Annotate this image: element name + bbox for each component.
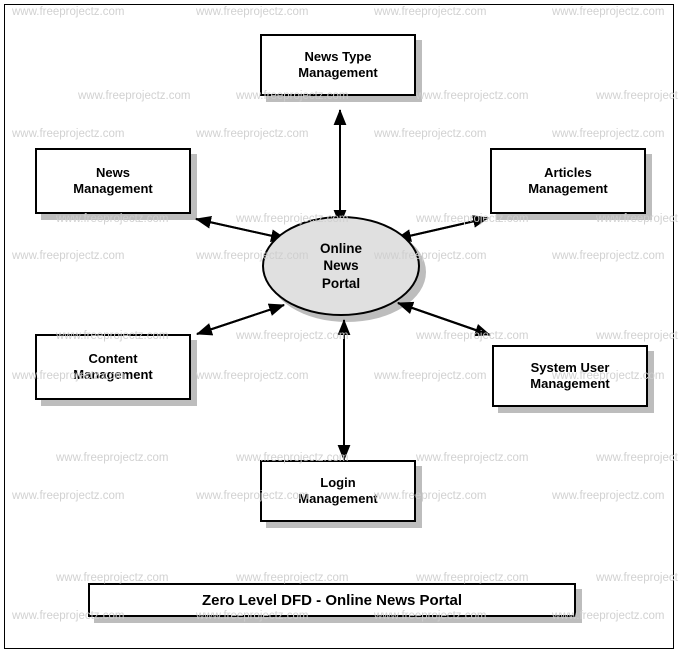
flow-system-user-management [397, 301, 491, 337]
entity-label: News Management [73, 164, 153, 196]
flow-content-management [196, 303, 285, 336]
flow-articles-management [395, 215, 489, 242]
diagram-border [4, 4, 674, 649]
entity-label: Articles Management [528, 164, 608, 196]
diagram-title: Zero Level DFD - Online News Portal [201, 591, 463, 609]
flow-news-management [195, 216, 287, 242]
entity-label: Login Management [298, 474, 378, 506]
entity-system-user-management[interactable]: System User Management [492, 345, 648, 407]
entity-articles-management[interactable]: Articles Management [490, 148, 646, 214]
entity-login-management[interactable]: Login Management [260, 460, 416, 522]
entity-news-type-management[interactable]: News Type Management [260, 34, 416, 96]
entity-label: News Type Management [298, 48, 378, 80]
entity-news-management[interactable]: News Management [35, 148, 191, 214]
entity-label: System User Management [530, 359, 610, 391]
entity-content-management[interactable]: Content Management [35, 334, 191, 400]
entity-label: Content Management [73, 350, 153, 382]
process-label: Online News Portal [319, 240, 362, 291]
process-online-news-portal[interactable]: Online News Portal [262, 216, 420, 316]
diagram-title-box: Zero Level DFD - Online News Portal [88, 583, 576, 617]
